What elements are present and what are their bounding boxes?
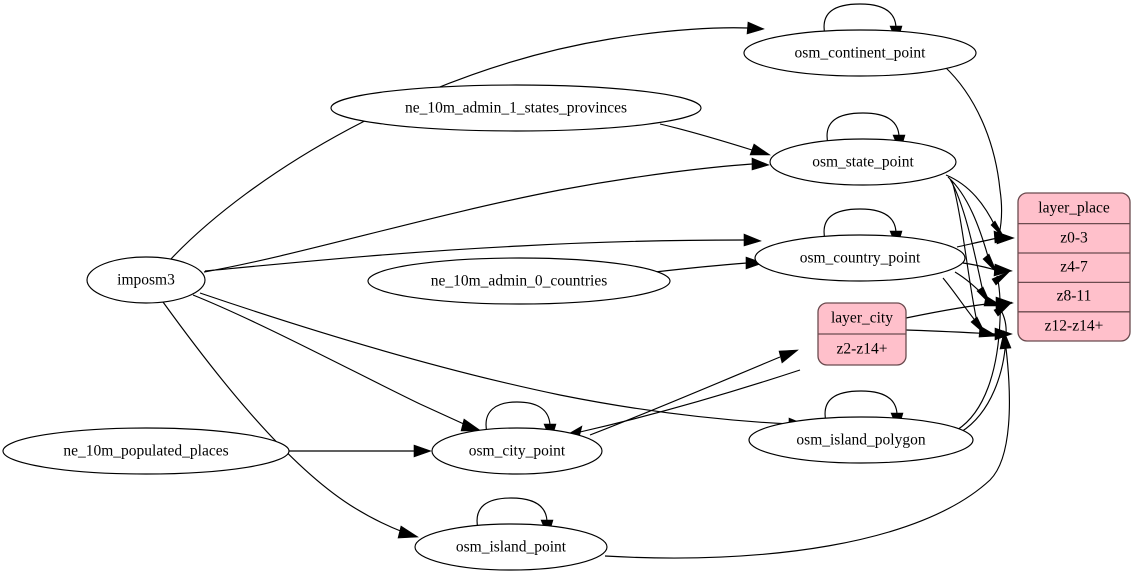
node-imposm3[interactable]: imposm3 (86, 256, 206, 304)
node-osm-island-polygon-label: osm_island_polygon (796, 432, 925, 449)
node-ne-populated-label: ne_10m_populated_places (63, 443, 228, 460)
edge-osm-island-point-to-layer-place-z12-z14 (604, 330, 1012, 559)
edge-osm-continent-point-to-layer-place-z0-3 (943, 65, 1013, 244)
edge-imposm3-to-osm-city-point (192, 294, 482, 432)
edge-osm-city-point-to-layer-city (589, 349, 799, 436)
edge-imposm3-to-osm-country-point (204, 233, 762, 272)
edge-osm-country-point-to-layer-place-z12-z14 (942, 277, 999, 338)
record-layer: layer_place z0-3 z4-7 z8-11 z12-z14+ lay… (817, 192, 1131, 366)
record-layer-place-row-title: layer_place (1038, 200, 1110, 217)
node-osm-state-point-label: osm_state_point (812, 154, 914, 171)
record-layer-city-row-title: layer_city (831, 310, 893, 327)
edge-ne-countries-to-osm-country-point (654, 256, 764, 273)
edge-osm-country-point-to-layer-place-z4-7 (962, 262, 1013, 277)
node-osm-island-polygon[interactable]: osm_island_polygon (748, 416, 974, 464)
node-ne-10m-admin-0-countries[interactable]: ne_10m_admin_0_countries (367, 257, 671, 305)
edge-osm-island-polygon-to-layer-place-z4-7 (956, 270, 1011, 431)
edge-imposm3-to-osm-state-point (203, 157, 770, 273)
edge-ne-populated-to-osm-city-point (289, 444, 432, 458)
node-osm-country-point[interactable]: osm_country_point (754, 234, 966, 282)
record-layer-place-row-z0-3[interactable]: z0-3 (1060, 230, 1088, 247)
node-osm-continent-point[interactable]: osm_continent_point (743, 29, 977, 77)
node-osm-country-point-label: osm_country_point (800, 250, 921, 267)
edge-osm-state-point-to-layer-place-z4-7 (947, 176, 998, 274)
edge-osm-country-point-to-layer-place-z8-11 (954, 271, 1004, 307)
node-osm-city-point[interactable]: osm_city_point (431, 427, 603, 475)
edge-imposm3-to-osm-island-point (162, 301, 419, 539)
node-osm-island-point-label: osm_island_point (456, 539, 567, 556)
node-layer: imposm3 ne_10m_admin_1_states_provinces … (2, 29, 977, 571)
edge-imposm3-to-osm-continent-point (169, 21, 765, 261)
edge-imposm3-to-osm-island-polygon (199, 292, 807, 431)
node-ne-states-label: ne_10m_admin_1_states_provinces (405, 100, 627, 117)
record-layer-place-row-z12-z14[interactable]: z12-z14+ (1045, 318, 1104, 335)
node-imposm3-label: imposm3 (117, 272, 175, 289)
node-osm-city-point-label: osm_city_point (469, 443, 566, 460)
node-ne-10m-admin-1-states-provinces[interactable]: ne_10m_admin_1_states_provinces (330, 84, 702, 132)
edge-layer-city-to-layer-place-z12-z14 (905, 327, 1013, 341)
edge-layer (162, 3, 1015, 559)
edge-osm-country-point-to-layer-place-z0-3 (956, 231, 1015, 248)
record-layer-place-row-z8-11[interactable]: z8-11 (1057, 288, 1092, 305)
record-layer-place-row-z4-7[interactable]: z4-7 (1060, 259, 1088, 276)
edge-ne-states-to-osm-state-point (659, 123, 771, 156)
node-ne-countries-label: ne_10m_admin_0_countries (431, 273, 608, 290)
record-layer-city-row-z2-z14[interactable]: z2-z14+ (837, 341, 888, 358)
node-osm-island-point[interactable]: osm_island_point (414, 523, 608, 571)
edge-osm-island-polygon-to-layer-place-z8-11 (960, 301, 1013, 433)
node-osm-continent-point-label: osm_continent_point (795, 45, 927, 62)
node-ne-10m-populated-places[interactable]: ne_10m_populated_places (2, 427, 290, 475)
record-node-layer-city[interactable]: layer_city z2-z14+ (817, 302, 907, 366)
node-osm-state-point[interactable]: osm_state_point (769, 138, 957, 186)
record-node-layer-place[interactable]: layer_place z0-3 z4-7 z8-11 z12-z14+ (1017, 192, 1131, 342)
